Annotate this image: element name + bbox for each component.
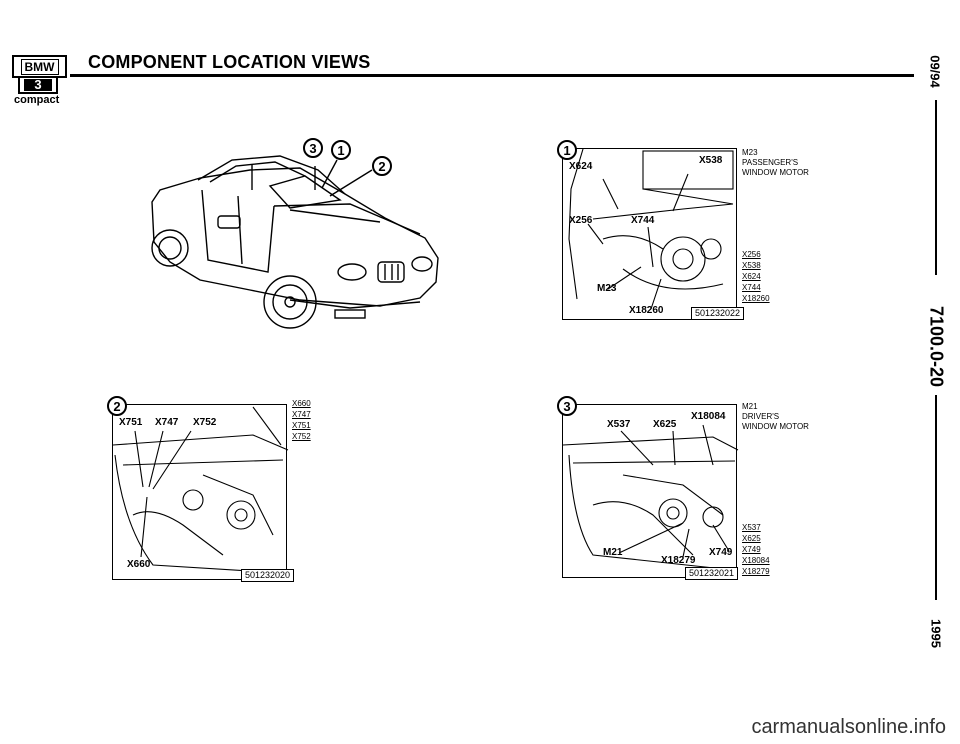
fig1-connector-list: X256 X538 X624 X744 X18260 (742, 250, 770, 303)
figure-3-drawing (562, 424, 739, 571)
fig2-label-x752: X752 (193, 417, 217, 428)
fig1-label-x18260: X18260 (629, 305, 664, 316)
fig3-caption: M21 DRIVER'S WINDOW MOTOR (742, 402, 809, 431)
figure-3-panel: X537 X625 X18084 M21 X18279 X749 5012320… (562, 404, 739, 580)
edge-rule-2 (935, 395, 937, 600)
page-title: COMPONENT LOCATION VIEWS (88, 52, 371, 72)
car-overview-illustration (151, 155, 439, 329)
figure-1-drawing (568, 148, 734, 310)
fig3-label-x18279: X18279 (661, 555, 696, 566)
fig2-callout: 2 (107, 396, 127, 416)
fig1-label-x538: X538 (699, 155, 723, 166)
overview-callout-1: 1 (331, 140, 351, 160)
fig1-label-x256: X256 (569, 215, 593, 226)
fig1-label-m23: M23 (597, 283, 617, 294)
fig1-label-x624: X624 (569, 161, 593, 172)
edge-section: 7100.0-20 (926, 305, 947, 388)
fig3-label-x537: X537 (607, 419, 631, 430)
bmw-logo: BMW (12, 55, 67, 78)
overview-callout-3: 3 (303, 138, 323, 158)
edge-year: 1995 (928, 619, 944, 648)
fig3-label-x625: X625 (653, 419, 677, 430)
fig1-callout: 1 (557, 140, 577, 160)
edge-date: 09/94 (927, 55, 943, 88)
fig2-label-x747: X747 (155, 417, 179, 428)
fig1-figure-number: 501232022 (691, 307, 745, 320)
edge-rule-1 (935, 100, 937, 275)
title-rule (70, 74, 914, 77)
fig1-label-x744: X744 (631, 215, 655, 226)
figure-2-panel: X751 X747 X752 X660 501232020 (112, 404, 295, 582)
model-line-label: compact (14, 94, 60, 106)
fig3-callout: 3 (557, 396, 577, 416)
fig3-label-x749: X749 (709, 547, 733, 558)
figure-2-drawing (112, 406, 289, 574)
overview-callout-2: 2 (372, 156, 392, 176)
fig2-connector-list: X660 X747 X751 X752 (292, 399, 311, 441)
fig1-caption: M23 PASSENGER'S WINDOW MOTOR (742, 148, 809, 177)
fig2-figure-number: 501232020 (241, 569, 295, 582)
fig3-label-x18084: X18084 (691, 411, 726, 422)
fig3-figure-number: 501232021 (685, 567, 739, 580)
fig3-connector-list: X537 X625 X749 X18084 X18279 (742, 523, 770, 576)
watermark-text: carmanualsonline.info (751, 716, 946, 738)
fig2-label-x660: X660 (127, 559, 151, 570)
fig3-label-m21: M21 (603, 547, 623, 558)
figure-1-panel: X624 X538 X256 X744 M23 X18260 501232022 (562, 148, 745, 320)
fig2-label-x751: X751 (119, 417, 143, 428)
series-badge: 3 (18, 76, 58, 94)
